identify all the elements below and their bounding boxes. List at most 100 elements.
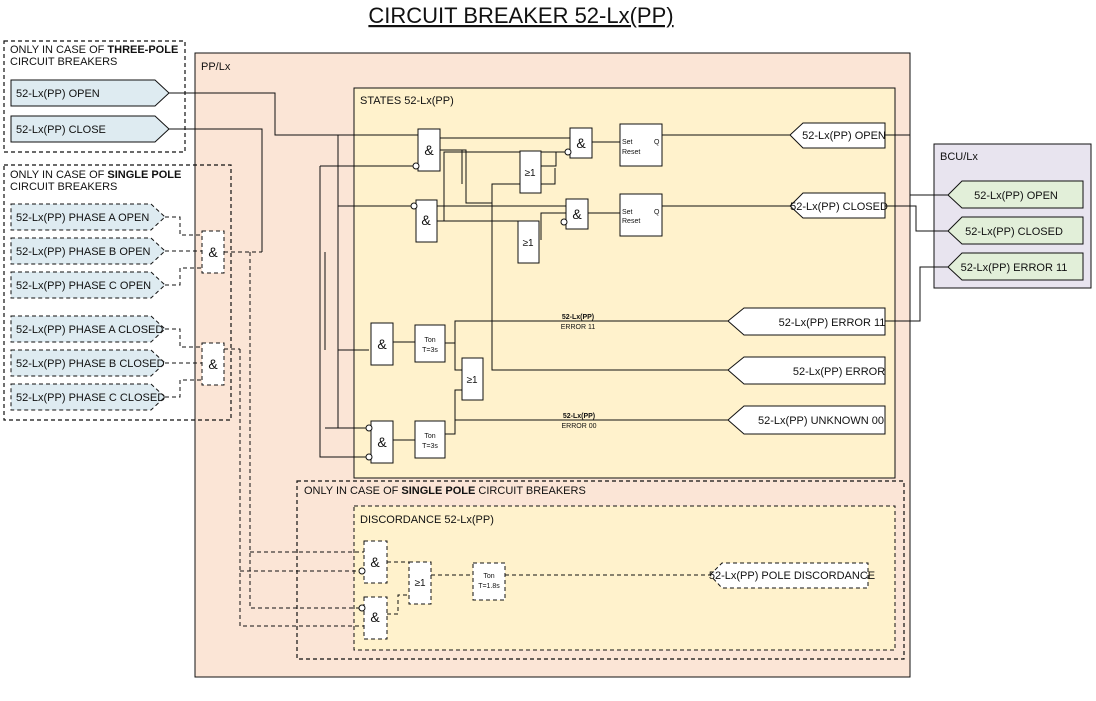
states-panel-label: STATES 52-Lx(PP) bbox=[360, 95, 454, 107]
svg-text:&: & bbox=[377, 336, 387, 352]
svg-text:≥1: ≥1 bbox=[414, 578, 425, 589]
and-gate-discordance-1: & bbox=[358, 540, 388, 584]
and-gate-sp-open: & bbox=[201, 230, 225, 274]
svg-text:&: & bbox=[424, 142, 434, 158]
or-gate-discordance: ≥1 bbox=[408, 561, 432, 605]
output-open: 52-Lx(PP) OPEN bbox=[789, 122, 886, 149]
svg-text:52-Lx(PP) OPEN: 52-Lx(PP) OPEN bbox=[802, 130, 886, 142]
svg-text:52-Lx(PP) CLOSE: 52-Lx(PP) CLOSE bbox=[16, 124, 106, 136]
svg-text:52-Lx(PP): 52-Lx(PP) bbox=[563, 413, 595, 420]
svg-text:Set: Set bbox=[622, 139, 633, 146]
svg-text:52-Lx(PP) PHASE B CLOSED: 52-Lx(PP) PHASE B CLOSED bbox=[16, 358, 165, 370]
svg-text:&: & bbox=[576, 135, 586, 151]
and-gate-discordance-2: & bbox=[358, 596, 388, 640]
input-phase-a-closed: 52-Lx(PP) PHASE A CLOSED bbox=[10, 315, 166, 343]
svg-text:52-Lx(PP) CLOSED: 52-Lx(PP) CLOSED bbox=[790, 201, 888, 213]
single-pole-caption-line2: CIRCUIT BREAKERS bbox=[10, 181, 117, 193]
input-phase-c-open: 52-Lx(PP) PHASE C OPEN bbox=[10, 271, 166, 299]
svg-text:ERROR 00: ERROR 00 bbox=[561, 423, 596, 430]
output-closed: 52-Lx(PP) CLOSED bbox=[789, 192, 888, 219]
and-gate-unknown00: & bbox=[365, 420, 394, 464]
svg-text:&: & bbox=[377, 434, 387, 450]
svg-text:52-Lx(PP) OPEN: 52-Lx(PP) OPEN bbox=[974, 190, 1058, 202]
svg-text:T=1.8s: T=1.8s bbox=[478, 583, 500, 590]
output-pole-discordance: 52-Lx(PP) POLE DISCORDANCE bbox=[709, 562, 875, 589]
svg-text:≥1: ≥1 bbox=[524, 168, 535, 179]
svg-text:&: & bbox=[421, 212, 431, 228]
svg-text:&: & bbox=[370, 609, 380, 625]
wires-dashed bbox=[165, 216, 718, 627]
input-open: 52-Lx(PP) OPEN bbox=[10, 79, 170, 107]
three-pole-caption-line2: CIRCUIT BREAKERS bbox=[10, 56, 117, 68]
svg-text:52-Lx(PP) PHASE C CLOSED: 52-Lx(PP) PHASE C CLOSED bbox=[16, 392, 165, 404]
svg-text:T=3s: T=3s bbox=[422, 443, 438, 450]
input-close: 52-Lx(PP) CLOSE bbox=[10, 115, 170, 143]
page-title: CIRCUIT BREAKER 52-Lx(PP) bbox=[368, 3, 673, 28]
svg-text:Reset: Reset bbox=[622, 218, 640, 225]
svg-text:&: & bbox=[370, 554, 380, 570]
and-gate-closed-set: & bbox=[560, 198, 589, 230]
svg-text:52-Lx(PP): 52-Lx(PP) bbox=[562, 314, 594, 321]
svg-text:52-Lx(PP) PHASE A OPEN: 52-Lx(PP) PHASE A OPEN bbox=[16, 212, 149, 224]
or-gate-open-reset: ≥1 bbox=[519, 150, 542, 194]
wire-label-error11: 52-Lx(PP) ERROR 11 bbox=[561, 314, 596, 331]
input-phase-b-closed: 52-Lx(PP) PHASE B CLOSED bbox=[10, 349, 166, 377]
and-gate-open-set: & bbox=[564, 127, 593, 159]
three-pole-caption: ONLY IN CASE OF THREE-POLE bbox=[10, 44, 178, 56]
svg-text:52-Lx(PP) ERROR 11: 52-Lx(PP) ERROR 11 bbox=[961, 262, 1068, 274]
wires bbox=[169, 92, 962, 458]
sr-latch-open: Set Reset Q bbox=[619, 123, 663, 167]
svg-text:52-Lx(PP) PHASE B OPEN: 52-Lx(PP) PHASE B OPEN bbox=[16, 246, 151, 258]
svg-text:52-Lx(PP) ERROR 11: 52-Lx(PP) ERROR 11 bbox=[779, 317, 886, 329]
svg-text:T=3s: T=3s bbox=[422, 347, 438, 354]
svg-text:52-Lx(PP) PHASE A CLOSED: 52-Lx(PP) PHASE A CLOSED bbox=[16, 324, 163, 336]
svg-text:Q: Q bbox=[654, 209, 660, 216]
svg-text:Ton: Ton bbox=[483, 573, 494, 580]
timer-unknown00: Ton T=3s bbox=[414, 420, 446, 459]
input-phase-c-closed: 52-Lx(PP) PHASE C CLOSED bbox=[10, 383, 166, 411]
and-gate-open: & bbox=[412, 128, 441, 172]
svg-text:Ton: Ton bbox=[424, 337, 435, 344]
sr-latch-closed: Set Reset Q bbox=[619, 193, 663, 237]
svg-text:52-Lx(PP) CLOSED: 52-Lx(PP) CLOSED bbox=[965, 226, 1063, 238]
svg-text:52-Lx(PP) UNKNOWN 00: 52-Lx(PP) UNKNOWN 00 bbox=[758, 415, 884, 427]
timer-error11: Ton T=3s bbox=[414, 324, 446, 363]
input-phase-b-open: 52-Lx(PP) PHASE B OPEN bbox=[10, 237, 166, 265]
single-pole-group bbox=[3, 164, 232, 421]
output-unknown00: 52-Lx(PP) UNKNOWN 00 bbox=[727, 405, 886, 435]
svg-text:ERROR 11: ERROR 11 bbox=[561, 324, 596, 331]
bcu-output-open: 52-Lx(PP) OPEN bbox=[947, 180, 1084, 209]
output-error: 52-Lx(PP) ERROR bbox=[727, 356, 886, 385]
svg-text:&: & bbox=[208, 244, 218, 260]
svg-text:≥1: ≥1 bbox=[466, 375, 477, 386]
bcu-panel-label: BCU/Lx bbox=[940, 151, 978, 163]
bcu-output-closed: 52-Lx(PP) CLOSED bbox=[947, 216, 1084, 245]
pp-panel-label: PP/Lx bbox=[201, 61, 231, 73]
single-pole-section bbox=[296, 480, 905, 660]
bcu-output-error11: 52-Lx(PP) ERROR 11 bbox=[947, 252, 1084, 281]
or-gate-closed-reset: ≥1 bbox=[517, 220, 540, 264]
and-gate-sp-closed: & bbox=[201, 342, 225, 386]
and-gate-closed: & bbox=[410, 199, 438, 243]
svg-text:Reset: Reset bbox=[622, 149, 640, 156]
svg-text:52-Lx(PP) ERROR: 52-Lx(PP) ERROR bbox=[793, 366, 885, 378]
svg-text:Q: Q bbox=[654, 139, 660, 146]
svg-text:&: & bbox=[572, 206, 582, 222]
svg-text:52-Lx(PP) POLE DISCORDANCE: 52-Lx(PP) POLE DISCORDANCE bbox=[709, 570, 875, 582]
single-pole-caption: ONLY IN CASE OF SINGLE POLE bbox=[10, 169, 181, 181]
and-gate-error11: & bbox=[370, 322, 394, 366]
discordance-panel-label: DISCORDANCE 52-Lx(PP) bbox=[360, 514, 494, 526]
three-pole-group bbox=[3, 40, 186, 153]
svg-text:≥1: ≥1 bbox=[522, 238, 533, 249]
output-error11: 52-Lx(PP) ERROR 11 bbox=[727, 307, 886, 336]
svg-text:52-Lx(PP) PHASE C OPEN: 52-Lx(PP) PHASE C OPEN bbox=[16, 280, 151, 292]
or-gate-error: ≥1 bbox=[461, 357, 484, 401]
single-pole-section-caption: ONLY IN CASE OF SINGLE POLE CIRCUIT BREA… bbox=[304, 485, 586, 497]
timer-discordance: Ton T=1.8s bbox=[472, 562, 506, 601]
svg-text:Ton: Ton bbox=[424, 433, 435, 440]
input-phase-a-open: 52-Lx(PP) PHASE A OPEN bbox=[10, 203, 166, 231]
svg-text:&: & bbox=[208, 356, 218, 372]
svg-text:Set: Set bbox=[622, 209, 633, 216]
wire-label-error00: 52-Lx(PP) ERROR 00 bbox=[561, 413, 596, 430]
